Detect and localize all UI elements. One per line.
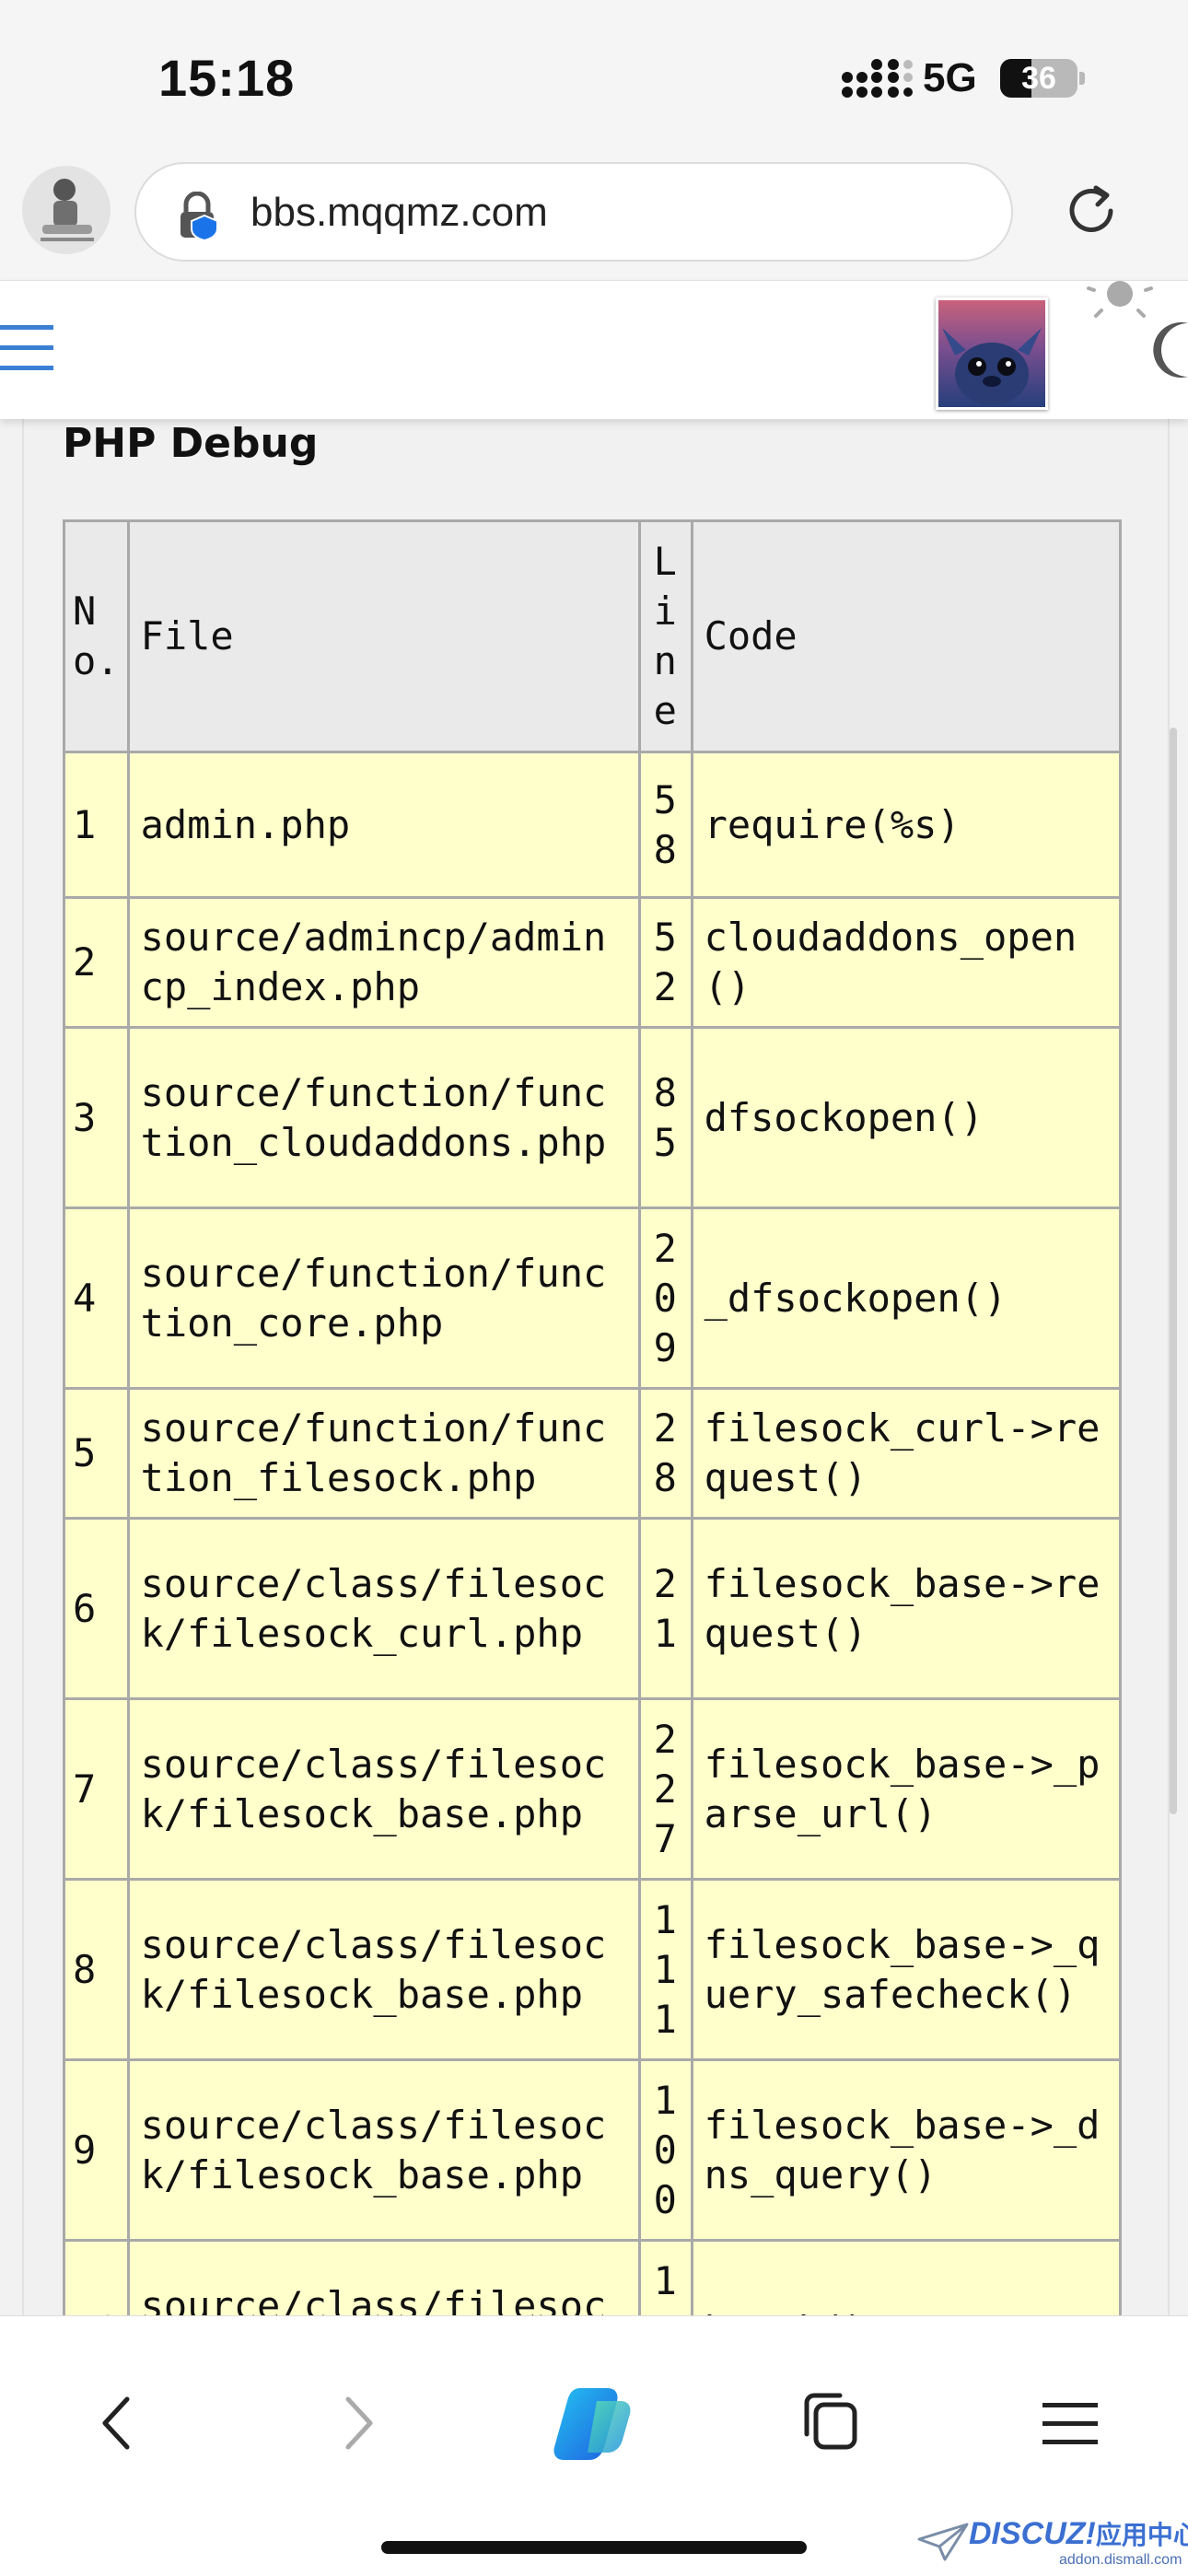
row-code: filesock_base->_dns_query() [690,2058,1122,2242]
row-file: source/class/filesock/filesock_curl.php [126,1517,641,1700]
stitch-character-icon [942,328,1042,405]
site-header [0,280,1188,419]
row-code: dfsockopen() [690,1026,1122,1209]
site-security-icon [181,192,218,239]
row-no: 8 [63,1878,130,2061]
battery-nub [1079,72,1085,85]
battery-icon: 36 [1000,59,1077,98]
table-row: 9 source/class/filesock/filesock_base.ph… [63,2058,1122,2242]
row-file: source/class/filesock/filesock_base.php [126,2058,641,2242]
row-file: source/admincp/admincp_index.php [126,896,641,1029]
page-title: PHP Debug [63,420,319,467]
table-row: 5 source/function/function_filesock.php … [63,1387,1122,1520]
row-file: admin.php [126,751,641,899]
row-code: _dfsockopen() [690,1206,1122,1390]
copilot-icon[interactable] [547,2383,635,2465]
row-line: 21 [637,1517,693,1700]
row-code: require(%s) [690,751,1122,899]
table-header-row: No. File Line Code [63,519,1122,753]
browser-toolbar: DISCUZ!应用中心 addon.dismall.com [0,2315,1188,2576]
table-row: 7 source/class/filesock/filesock_base.ph… [63,1697,1122,1881]
header-code: Code [690,519,1122,753]
row-no: 1 [63,751,130,899]
row-line: 111 [637,1878,693,2061]
tabs-icon[interactable] [799,2390,866,2456]
header-line: Line [637,519,693,753]
table-row: 4 source/function/function_core.php 209 … [63,1206,1122,1390]
profile-figure-icon [41,179,94,241]
table-row: 8 source/class/filesock/filesock_base.ph… [63,1878,1122,2061]
table-row: 2 source/admincp/admincp_index.php 52 cl… [63,896,1122,1029]
row-code: filesock_curl->request() [690,1387,1122,1520]
page-scrollbar[interactable] [1170,728,1177,1814]
menu-hamburger-icon[interactable] [0,320,57,377]
home-indicator[interactable] [381,2541,807,2554]
row-file: source/function/function_cloudaddons.php [126,1026,641,1209]
row-no: 4 [63,1206,130,1390]
watermark-brand: DISCUZ!应用中心 [969,2516,1188,2551]
watermark-domain: addon.dismall.com [1059,2552,1182,2568]
row-line: 100 [637,2058,693,2242]
status-bar: 15:18 5G 36 [0,0,1188,157]
theme-toggle-icon[interactable] [1074,281,1188,382]
row-file: source/class/filesock/filesock_base.php [126,1697,641,1881]
menu-icon[interactable] [1037,2390,1103,2456]
row-no: 6 [63,1517,130,1700]
header-file: File [126,519,641,753]
profile-avatar[interactable] [22,166,111,254]
row-file: source/function/function_core.php [126,1206,641,1390]
row-line: 209 [637,1206,693,1390]
row-code: filesock_base->_query_safecheck() [690,1878,1122,2061]
cellular-signal-icon [842,59,913,98]
user-avatar[interactable] [936,297,1048,410]
row-no: 5 [63,1387,130,1520]
discuz-watermark: DISCUZ!应用中心 addon.dismall.com [917,2515,1188,2570]
debug-trace-table: No. File Line Code 1 admin.php 58 requir… [63,519,1122,2422]
row-no: 7 [63,1697,130,1881]
row-line: 52 [637,896,693,1029]
url-field[interactable]: bbs.mqqmz.com [134,162,1013,262]
url-text: bbs.mqqmz.com [250,190,548,235]
row-code: cloudaddons_open() [690,896,1122,1029]
browser-address-bar: bbs.mqqmz.com [0,157,1188,280]
forward-arrow-icon[interactable] [324,2390,390,2456]
row-no: 9 [63,2058,130,2242]
table-row: 1 admin.php 58 require(%s) [63,751,1122,899]
battery-level: 36 [1021,61,1056,96]
table-row: 6 source/class/filesock/filesock_curl.ph… [63,1517,1122,1700]
row-line: 58 [637,751,693,899]
table-row: 3 source/function/function_cloudaddons.p… [63,1026,1122,1209]
status-time: 15:18 [158,49,296,107]
row-file: source/function/function_filesock.php [126,1387,641,1520]
row-line: 28 [637,1387,693,1520]
row-code: filesock_base->request() [690,1517,1122,1700]
paper-plane-icon [917,2523,969,2561]
row-line: 227 [637,1697,693,1881]
row-code: filesock_base->_parse_url() [690,1697,1122,1881]
row-line: 85 [637,1026,693,1209]
header-no: No. [63,519,130,753]
reload-icon[interactable] [1061,181,1122,241]
back-arrow-icon[interactable] [85,2390,151,2456]
row-file: source/class/filesock/filesock_base.php [126,1878,641,2061]
network-type: 5G [923,55,977,100]
row-no: 2 [63,896,130,1029]
row-no: 3 [63,1026,130,1209]
